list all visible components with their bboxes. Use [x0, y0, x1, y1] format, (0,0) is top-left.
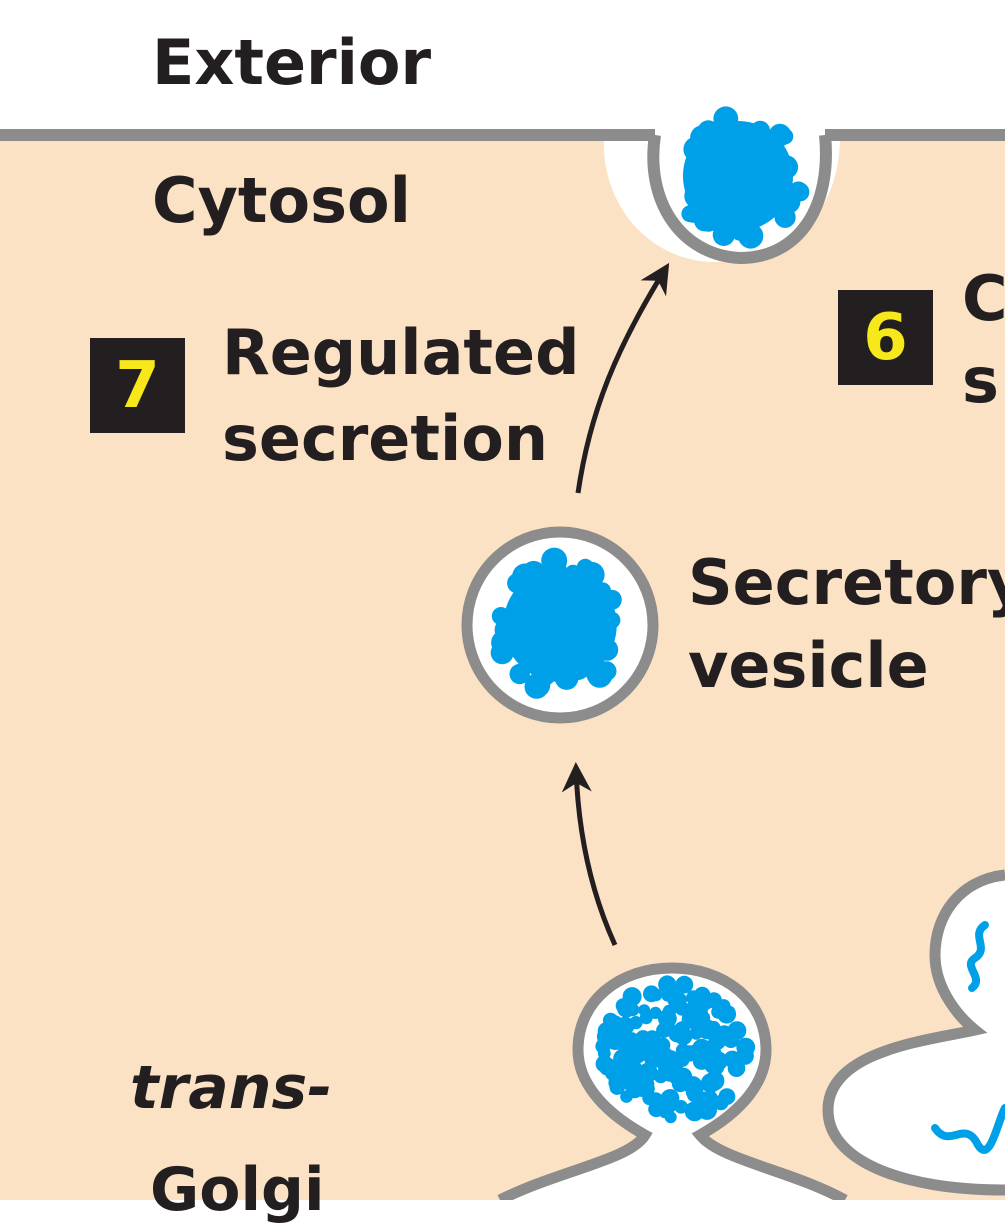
golgi-bud-membrane	[497, 962, 848, 1200]
golgi-bud-cargo-granule	[702, 1077, 719, 1094]
exterior-label: Exterior	[152, 26, 432, 99]
secretory-vesicle-cargo-granule	[586, 662, 613, 688]
secretory-vesicle-cargo-granule	[603, 611, 621, 629]
step-6-number: 6	[863, 300, 908, 375]
secretory-vesicle-cargo-granule	[490, 641, 514, 665]
golgi-bud-cargo-granule	[629, 1016, 643, 1030]
constitutive-secretion-label-line2: s	[962, 344, 999, 417]
golgi-bud-cargo-granule	[684, 1101, 705, 1122]
fusing-vesicle-cargo-granule	[774, 178, 791, 195]
golgi-bud-cargo-granule	[647, 1092, 664, 1109]
secretory-vesicle-cargo-granule	[584, 602, 609, 627]
step-7-box: 7	[90, 338, 185, 433]
golgi-bud-cargo-granule	[667, 992, 683, 1008]
golgi-bud-cargo-granule	[727, 1059, 746, 1077]
secretory-vesicle-cargo-granule	[524, 641, 549, 665]
golgi-bud-cargo-granule	[638, 1062, 658, 1082]
golgi-bud-cargo-granule	[641, 1045, 658, 1062]
soluble-cargo-squiggle	[966, 921, 989, 992]
fusing-vesicle-cargo-granule	[774, 206, 796, 228]
secretory-vesicle-cargo-granule	[509, 663, 530, 685]
budding-arrow	[561, 762, 618, 947]
golgi-bud-cargo-granule	[613, 1049, 633, 1069]
secretory-vesicle-cargo-granule	[563, 650, 586, 674]
fusing-vesicle-cargo-granule	[743, 229, 761, 246]
golgi-bud-cargo-granule	[718, 1088, 736, 1105]
golgi-bud-cargo-granule	[681, 1045, 698, 1062]
golgi-bud-cargo-granule	[688, 1082, 704, 1098]
fusing-vesicle-cargo-granule	[712, 223, 735, 246]
secretory-vesicle-cargo-granule	[565, 570, 592, 597]
secretory-vesicle-cargo-granule	[522, 560, 546, 585]
fusing-vesicle-cargo-granule	[731, 224, 748, 241]
secretory-vesicle-cargo-granule	[491, 607, 510, 626]
secretion-diagram: Exterior Cytosol 7 Regulated secretion 6…	[0, 26, 1005, 1220]
secretory-vesicle-cargo-granule	[509, 600, 526, 617]
golgi-bud-cargo-granule	[657, 1057, 675, 1075]
golgi-bud-cargo-granule	[717, 1004, 737, 1024]
fusing-vesicle-cargo-granule	[693, 144, 713, 164]
constitutive-secretion-label-line1: C	[962, 262, 1005, 335]
golgi-bud-cargo-granule	[736, 1037, 756, 1057]
golgi-bud-cargo-granule	[644, 1030, 661, 1047]
secretory-vesicle-cargo-granule	[507, 573, 528, 594]
cargo-clusters	[490, 106, 810, 1124]
golgi-bud-cargo-granule	[629, 1047, 646, 1064]
regulated-secretion-arrow	[575, 262, 670, 494]
golgi-bud-cargo-granule	[624, 1067, 643, 1086]
fusing-vesicle-membrane	[647, 134, 832, 265]
golgi-bud-cargo-granule	[704, 1059, 719, 1074]
golgi-bud-cargo-granule	[615, 998, 631, 1014]
regulated-secretion-label-line1: Regulated	[222, 316, 580, 389]
fusing-vesicle-cargo-granule	[768, 123, 792, 147]
trans-golgi-label-line2: Golgi	[150, 1155, 325, 1225]
golgi-bud-cargo-granule	[597, 1047, 611, 1060]
golgi-bud-cargo-granule	[638, 1004, 651, 1017]
secretory-vesicle-cargo-granule	[541, 547, 568, 574]
fusing-vesicle-cargo-granule	[738, 129, 759, 150]
soluble-cargo-squiggle	[931, 1104, 1005, 1154]
golgi-bud-cargo-granule	[681, 1010, 700, 1029]
fusing-vesicle-cargo-granule	[714, 119, 737, 143]
trans-golgi-label-line1: trans-	[130, 1053, 333, 1123]
cytosol-label: Cytosol	[152, 164, 411, 237]
golgi-bud-cargo-granule	[686, 990, 701, 1006]
golgi-bud-cargo-granule	[717, 1025, 732, 1040]
constitutive-vesicle-membrane	[822, 869, 1005, 1196]
fusing-vesicle-cargo-granule	[697, 120, 720, 142]
golgi-bud-cargo-granule	[669, 1068, 687, 1086]
step-6-box: 6	[838, 290, 933, 385]
golgi-bud-cargo-granule	[649, 1006, 662, 1020]
regulated-secretion-label-line2: secretion	[222, 402, 548, 475]
fusing-vesicle-cargo-granule	[684, 183, 710, 209]
secretory-vesicle-label-line1: Secretory	[688, 546, 1005, 619]
secretory-vesicle-cargo-granule	[521, 583, 545, 607]
golgi-bud-cargo-granule	[649, 988, 663, 1002]
secretory-vesicle-cargo-granule	[594, 582, 611, 599]
golgi-bud-cargo-granule	[597, 1022, 615, 1040]
golgi-bud-cargo-granule	[662, 1010, 677, 1025]
secretory-vesicle-cargo-granule	[596, 638, 619, 661]
diagram-canvas	[0, 106, 1005, 1200]
constitutive-vesicle-fill	[828, 875, 1005, 1190]
golgi-bud-cargo-granule	[659, 1047, 673, 1062]
golgi-bud-cargo-granule	[664, 1111, 677, 1124]
step-7-number: 7	[115, 348, 160, 423]
secretory-vesicle-label-line2: vesicle	[688, 629, 929, 702]
golgi-bud-cargo-granule	[706, 1020, 721, 1035]
